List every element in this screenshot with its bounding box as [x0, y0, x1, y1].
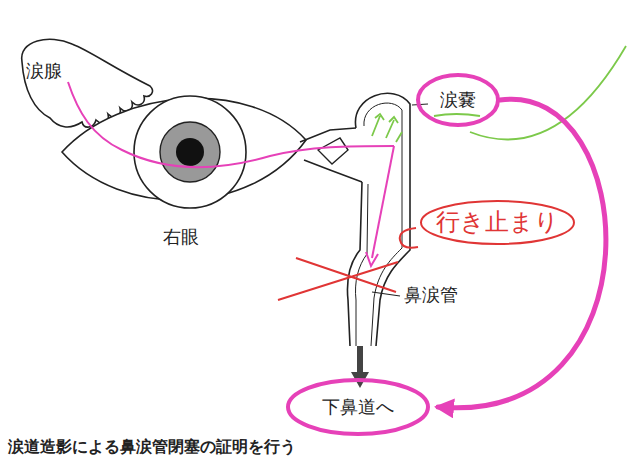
- handwritten-note: 行き止まり: [420, 200, 575, 245]
- node-text: 下鼻道へ: [322, 396, 394, 418]
- eye-iris-outer: [134, 96, 246, 208]
- part-label: 右眼: [163, 226, 199, 248]
- circled-label: 下鼻道へ: [286, 378, 430, 436]
- tear-flow-head: [366, 252, 378, 266]
- sac-duct-outline: [348, 93, 411, 346]
- flow-arrow-shaft: [357, 346, 363, 374]
- eye-pupil: [176, 138, 204, 166]
- sac-duct-inner: [355, 103, 402, 346]
- eye-iris: [160, 122, 220, 182]
- leader-line: [372, 292, 400, 296]
- tear-flow-line: [68, 82, 394, 167]
- flow-connector: [438, 99, 606, 408]
- green-underline: [434, 114, 480, 116]
- green-arrows: [372, 114, 402, 142]
- circled-label: 涙嚢: [416, 73, 500, 127]
- canaliculus-fold: [318, 138, 348, 164]
- part-label: 涙腺: [26, 60, 62, 82]
- tear-flow-line: [372, 146, 394, 258]
- node-text: 行き止まり: [436, 208, 559, 237]
- red-bracket: [400, 228, 418, 248]
- green-line: [470, 46, 626, 140]
- canaliculus: [300, 128, 362, 182]
- node-ellipse: [288, 380, 428, 434]
- node-text: 涙嚢: [440, 89, 476, 111]
- red-cross: [278, 258, 398, 300]
- node-ellipse: [421, 201, 574, 244]
- caption-note: 涙道造影による鼻涙管閉塞の証明を行う: [8, 437, 296, 456]
- node-ellipse: [418, 75, 498, 125]
- part-label: 鼻涙管: [404, 284, 458, 306]
